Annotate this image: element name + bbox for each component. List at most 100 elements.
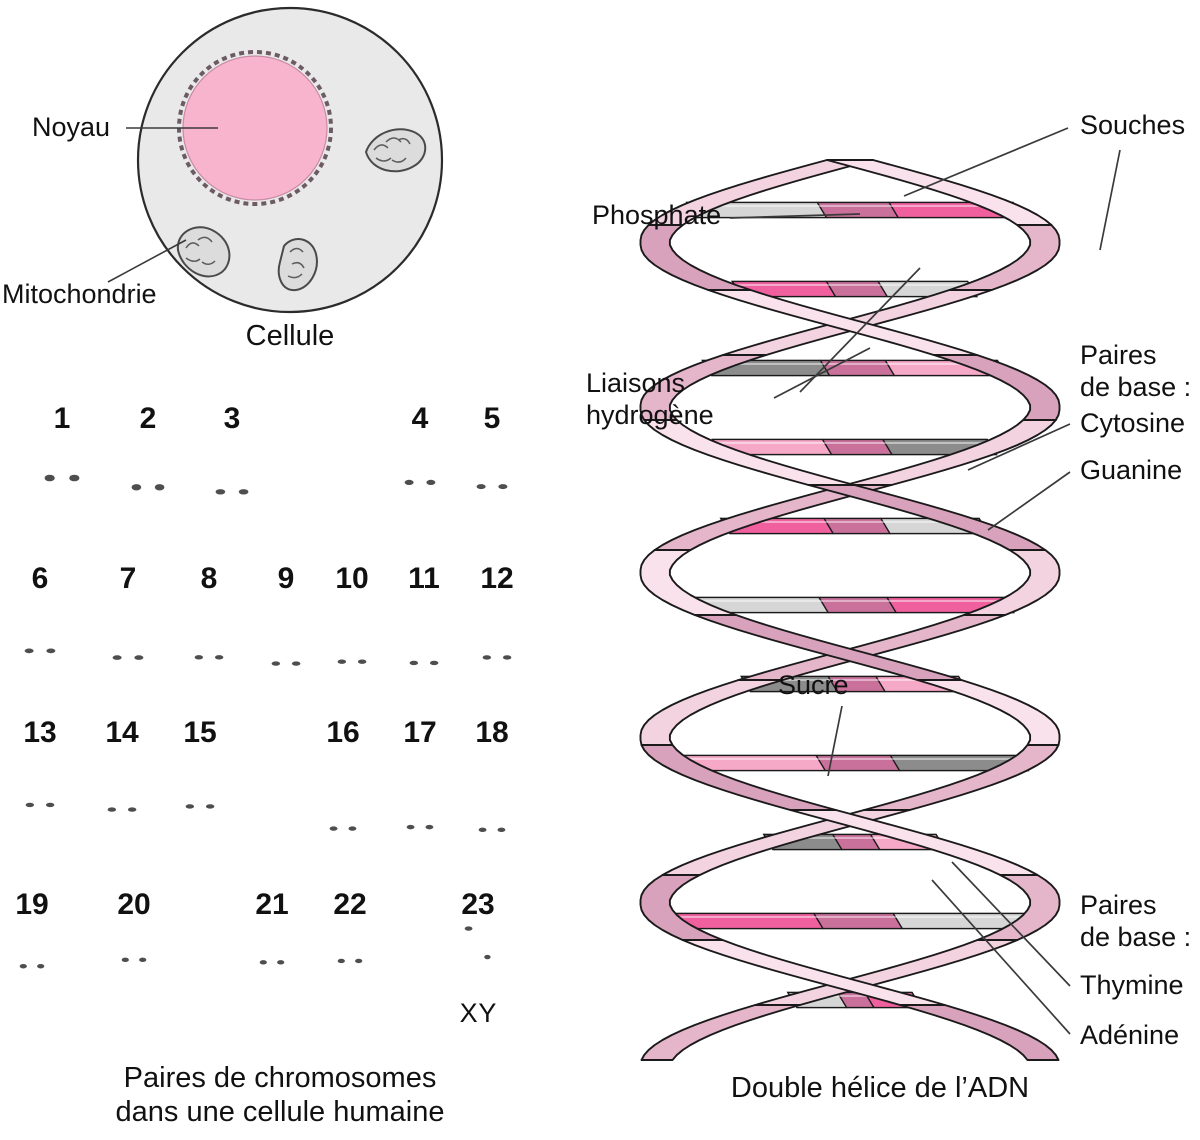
chromosome-pair-1 bbox=[44, 474, 80, 482]
strand-a-segment bbox=[948, 224, 1061, 291]
chromosome-number-9: 9 bbox=[278, 562, 295, 595]
chromosome-number-20: 20 bbox=[117, 888, 150, 921]
mitochondrion-lower-left bbox=[176, 226, 231, 278]
caption-dna: Double hélice de l’ADN bbox=[730, 1072, 1030, 1104]
chromosome-pair-18 bbox=[478, 827, 506, 833]
base-pair-rung bbox=[694, 596, 1015, 614]
leader-line-souches-2 bbox=[1099, 149, 1121, 251]
leader-line-liaisons-hydrogene bbox=[773, 347, 871, 399]
chromosome-pair-15 bbox=[185, 804, 215, 809]
strand-b-segment bbox=[932, 354, 1061, 421]
label-noyau: Noyau bbox=[32, 112, 111, 142]
mitochondrion-lower-center bbox=[277, 238, 318, 292]
base-pair-rung bbox=[711, 438, 998, 456]
chromosome-pair-13 bbox=[25, 802, 55, 808]
label-liaisons-hydrogene-line1: Liaisons bbox=[586, 368, 686, 398]
chromosome-pair-21 bbox=[259, 960, 285, 965]
cell-diagram bbox=[107, 6, 444, 314]
sex-chromosome-label-Y: Y bbox=[478, 998, 496, 1028]
chromosome-number-14: 14 bbox=[105, 716, 139, 749]
leader-line-sucre bbox=[827, 705, 843, 777]
chromosome-pair-5 bbox=[476, 484, 508, 490]
chromosome-number-21: 21 bbox=[255, 888, 288, 921]
base-pair-rung bbox=[685, 201, 1024, 219]
leader-line-liaisons-hydrogene-2 bbox=[799, 267, 921, 393]
label-cytosine: Cytosine bbox=[1080, 408, 1186, 438]
chromosome-number-10: 10 bbox=[335, 562, 368, 595]
dna-double-helix bbox=[639, 127, 1121, 1061]
leader-line-guanine bbox=[987, 471, 1071, 531]
leader-line-adenine bbox=[931, 879, 1071, 1035]
chromosome-number-4: 4 bbox=[412, 402, 429, 435]
label-mitochondrie: Mitochondrie bbox=[2, 279, 157, 309]
strand-a-segment bbox=[807, 484, 1047, 551]
chromosome-pair-20 bbox=[121, 957, 147, 963]
caption-cellule: Cellule bbox=[245, 320, 335, 352]
chromosome-number-13: 13 bbox=[23, 716, 56, 749]
chromosome-pair-4 bbox=[404, 479, 436, 485]
chromosome-number-1: 1 bbox=[54, 402, 71, 435]
label-thymine: Thymine bbox=[1080, 970, 1184, 1000]
chromosome-pair-7 bbox=[112, 655, 144, 660]
mitochondrion-right bbox=[364, 128, 427, 173]
strand-a-segment bbox=[789, 809, 1039, 876]
caption-karyotype-line2: dans une cellule humaine bbox=[115, 1096, 445, 1128]
strand-a-segment bbox=[826, 159, 1053, 226]
chromosome-pair-3 bbox=[215, 489, 249, 495]
strand-b-segment bbox=[899, 1004, 1060, 1061]
cell-panel: Noyau Mitochondrie Cellule bbox=[0, 0, 560, 380]
chromosome-number-17: 17 bbox=[403, 716, 436, 749]
label-paires-de-base-top-line2: de base : bbox=[1080, 372, 1192, 402]
chromosome-number-6: 6 bbox=[32, 562, 49, 595]
chromosome-pair-19 bbox=[19, 964, 45, 969]
sex-chromosome-label-X: X bbox=[460, 998, 478, 1028]
chromosome-number-2: 2 bbox=[140, 402, 157, 435]
label-phosphate: Phosphate bbox=[592, 200, 722, 230]
chromosome-pair-14 bbox=[107, 807, 137, 812]
chromosome-number-23: 23 bbox=[461, 888, 494, 921]
label-sucre: Sucre bbox=[778, 670, 849, 700]
leader-line-cytosine bbox=[967, 423, 1071, 471]
label-paires-de-base-bottom-line1: Paires bbox=[1080, 890, 1157, 920]
label-souches: Souches bbox=[1080, 110, 1186, 140]
leader-line-phosphate bbox=[729, 213, 861, 219]
chromosome-pair-9 bbox=[271, 661, 301, 666]
chromosome-pair-12 bbox=[482, 655, 512, 660]
chromosome-number-18: 18 bbox=[475, 716, 508, 749]
ribbon-front-layer bbox=[639, 159, 1061, 1061]
chromosome-number-19: 19 bbox=[15, 888, 48, 921]
label-liaisons-hydrogene-line2: hydrogène bbox=[586, 400, 714, 430]
chromosome-pair-11 bbox=[409, 660, 439, 666]
chromosome-number-5: 5 bbox=[484, 402, 501, 435]
chromosome-pair-2 bbox=[131, 484, 165, 491]
chromosome-pair-22 bbox=[337, 958, 363, 964]
strand-a-segment bbox=[976, 874, 1061, 941]
base-pair-rung bbox=[668, 912, 1041, 930]
chromosome-pair-17 bbox=[406, 824, 434, 830]
leader-line-thymine bbox=[951, 861, 1071, 987]
strand-b-segment bbox=[639, 874, 724, 941]
label-adenine: Adénine bbox=[1080, 1020, 1180, 1050]
strand-b-segment bbox=[916, 679, 1061, 746]
leader-line-mitochondrion bbox=[107, 239, 187, 283]
caption-karyotype-line1: Paires de chromosomes bbox=[123, 1062, 437, 1094]
chromosome-number-12: 12 bbox=[480, 562, 513, 595]
chromosome-number-11: 11 bbox=[408, 562, 440, 595]
label-paires-de-base-bottom-line2: de base : bbox=[1080, 922, 1192, 952]
label-guanine: Guanine bbox=[1080, 455, 1183, 485]
leader-lines bbox=[729, 127, 1121, 1035]
chromosome-number-3: 3 bbox=[224, 402, 241, 435]
chromosome-pair-10 bbox=[337, 659, 367, 664]
chromosome-pair-16 bbox=[329, 826, 357, 831]
chromosome-number-7: 7 bbox=[120, 562, 137, 595]
ribbon-back-layer bbox=[639, 159, 1061, 1061]
chromosome-number-8: 8 bbox=[201, 562, 218, 595]
chromosome-number-16: 16 bbox=[326, 716, 359, 749]
dna-panel: Souches Phosphate Liaisons hydrogène Suc… bbox=[560, 0, 1200, 1140]
chromosome-pair-8 bbox=[194, 655, 224, 660]
strand-a-segment bbox=[640, 1004, 801, 1061]
base-pair-rung bbox=[679, 754, 1030, 772]
